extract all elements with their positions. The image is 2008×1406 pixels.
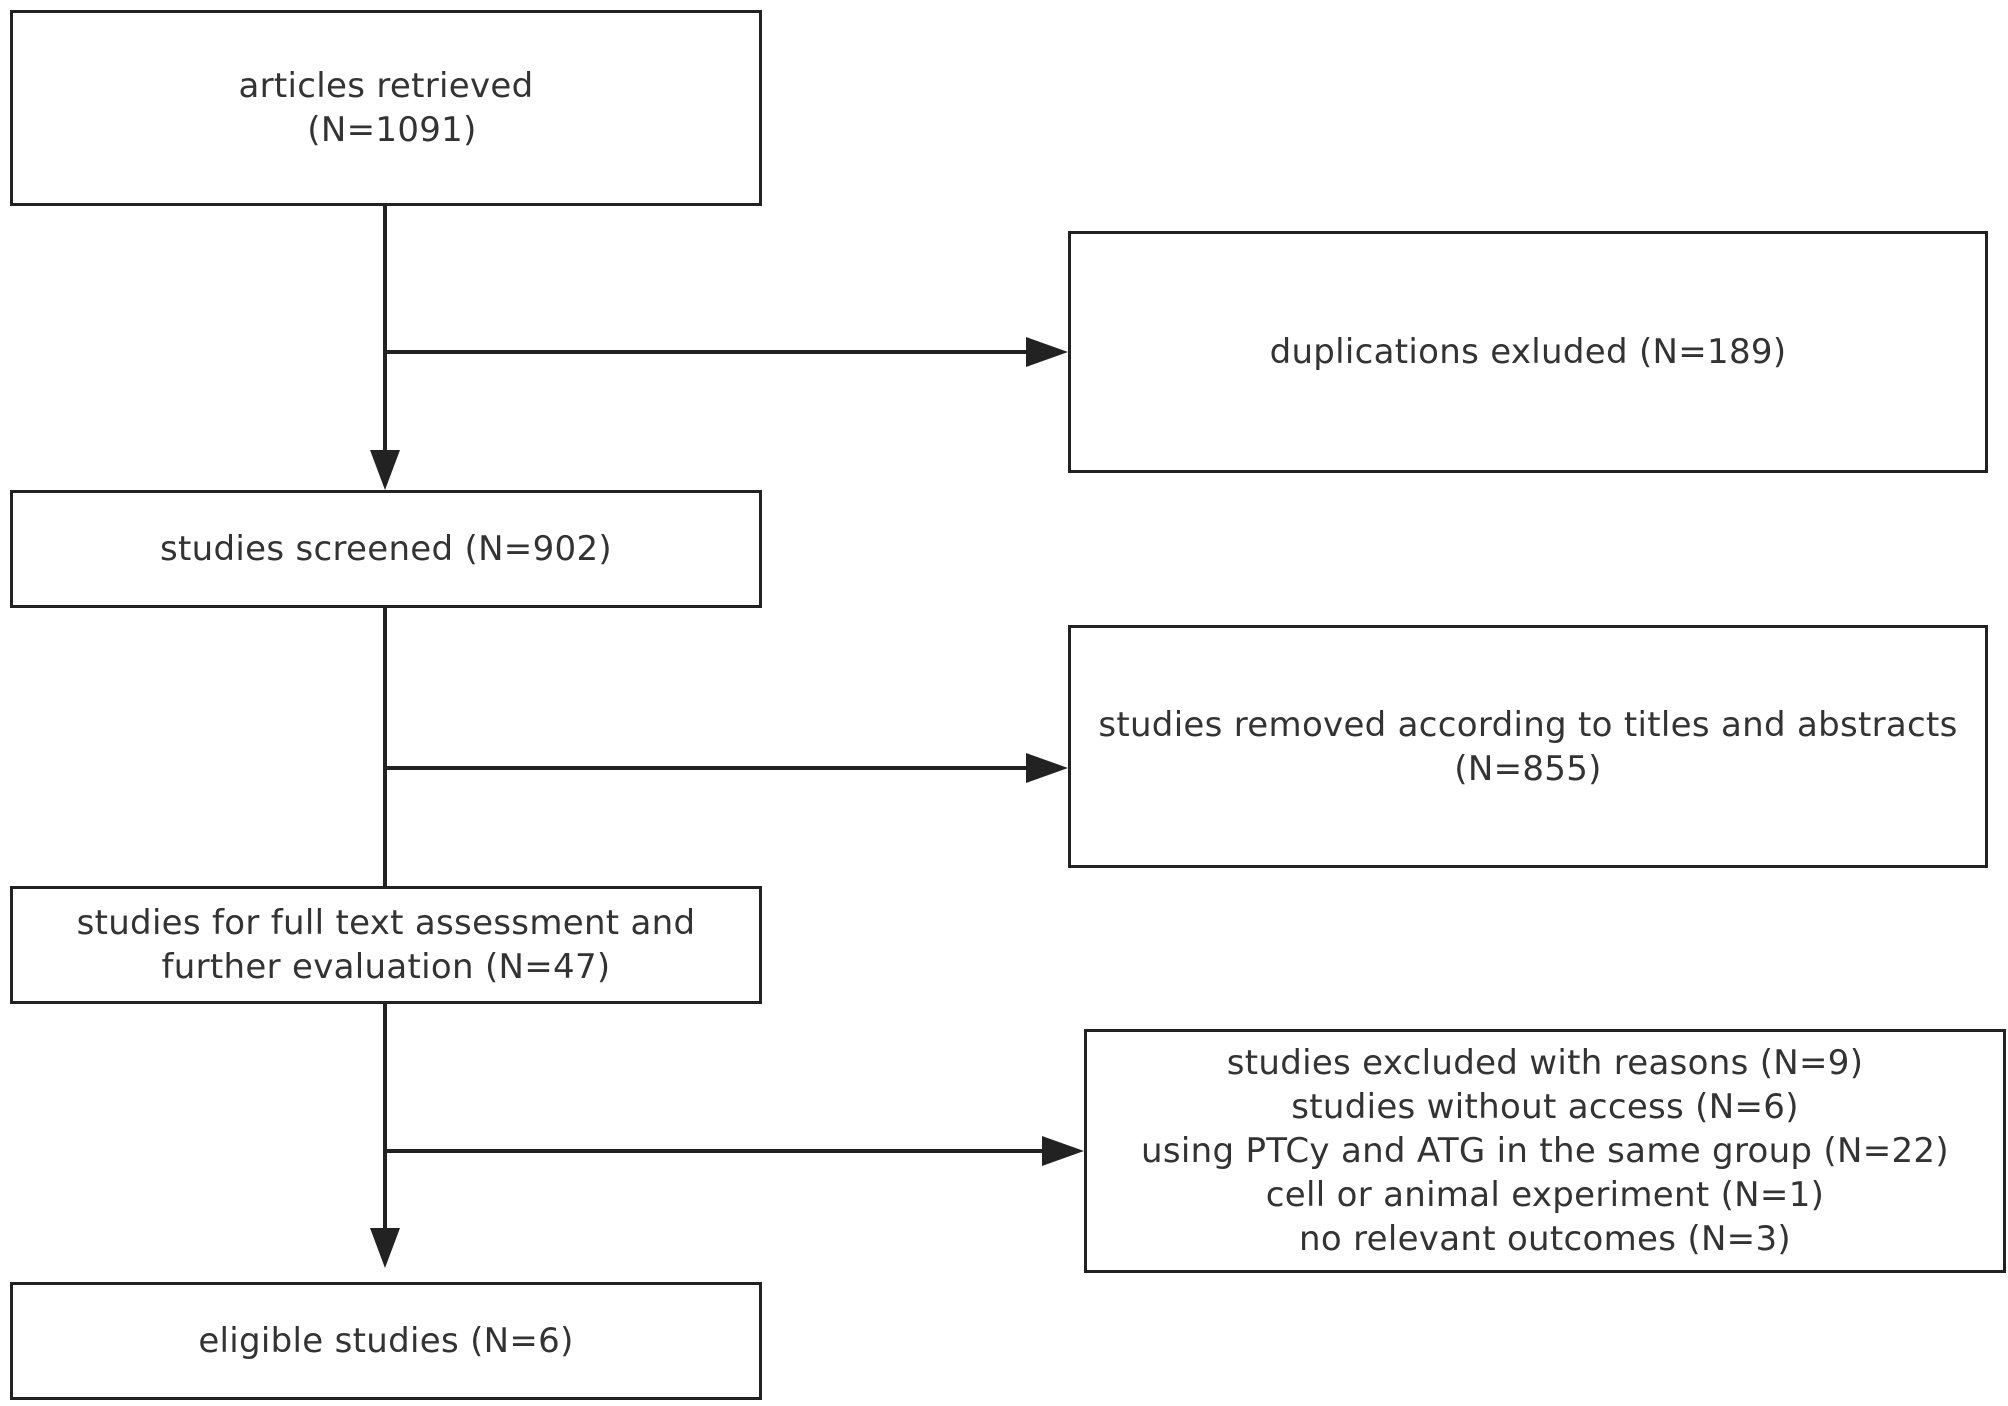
box-excluded-line2: studies without access (N=6) [1291, 1087, 1799, 1127]
box-removed-line1: studies removed according to titles and … [1098, 704, 1958, 745]
box-excluded-line1: studies excluded with reasons (N=9) [1226, 1043, 1864, 1083]
box-duplications-line1: duplications exluded (N=189) [1269, 332, 1787, 372]
box-excluded-line4: cell or animal experiment (N=1) [1265, 1175, 1825, 1215]
box-studies-screened: studies screened (N=902) [10, 490, 762, 608]
box-eligible-line1: eligible studies (N=6) [198, 1321, 574, 1361]
arrowhead-to-excluded [1042, 1136, 1084, 1166]
arrowhead-to-removed [1026, 753, 1068, 783]
box-fulltext-line1: studies for full text assessment and [76, 903, 696, 943]
box-eligible-studies: eligible studies (N=6) [10, 1282, 762, 1400]
box-retrieved-line2: (N=1091) [307, 110, 477, 150]
box-duplications-excluded: duplications exluded (N=189) [1068, 231, 1988, 473]
box-retrieved-line1: articles retrieved [238, 66, 534, 106]
arrowhead-to-screened [370, 450, 400, 490]
box-excluded-line3: using PTCy and ATG in the same group (N=… [1141, 1131, 1949, 1171]
box-full-text-assessment: studies for full text assessment and fur… [10, 886, 762, 1004]
box-studies-removed: studies removed according to titles and … [1068, 625, 1988, 868]
arrowhead-to-duplications [1026, 337, 1068, 367]
box-removed-line2: (N=855) [1454, 748, 1602, 789]
box-fulltext-line2: further evaluation (N=47) [161, 947, 611, 987]
box-excluded-line5: no relevant outcomes (N=3) [1299, 1219, 1791, 1259]
box-studies-excluded: studies excluded with reasons (N=9) stud… [1084, 1029, 2006, 1273]
box-articles-retrieved: articles retrieved (N=1091) [10, 10, 762, 206]
box-screened-line1: studies screened (N=902) [160, 529, 612, 569]
arrowhead-to-eligible [370, 1228, 400, 1268]
